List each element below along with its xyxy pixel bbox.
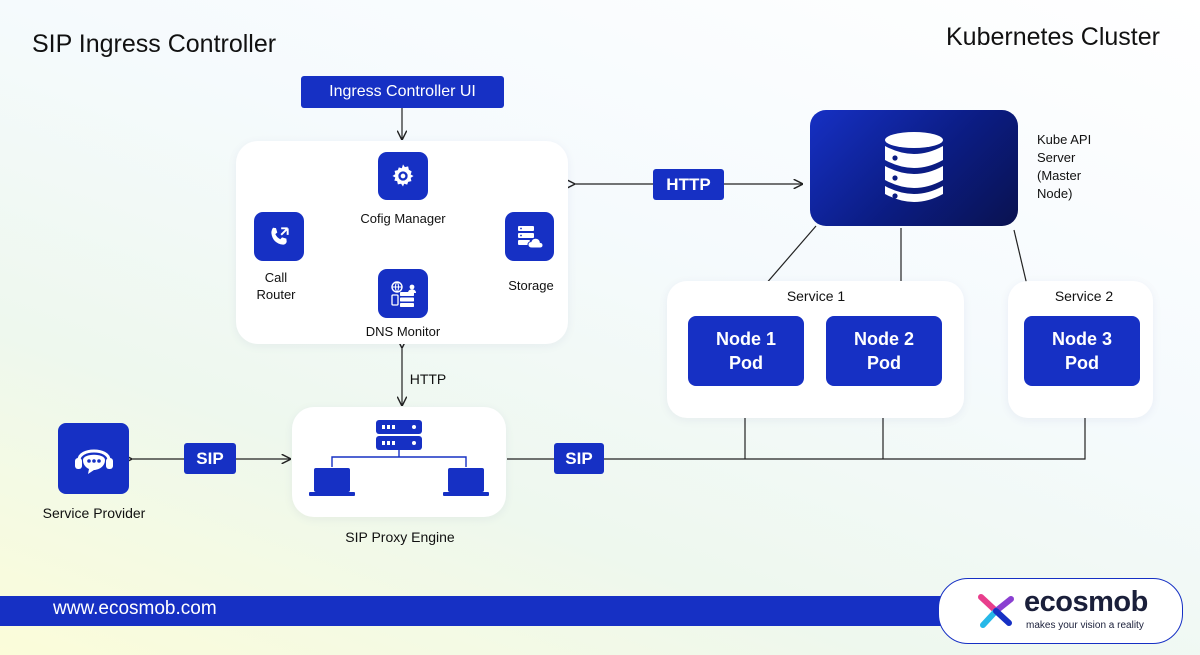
dns-monitor-label: DNS Monitor [365,324,441,339]
page-title-kubernetes: Kubernetes Cluster [945,23,1160,51]
storage-cloud-icon [517,225,544,248]
headset-chat-icon [74,449,113,474]
laptop-icon [443,468,489,496]
service-provider-label: Service Provider [42,505,146,521]
database-icon [885,132,943,202]
storage-label: Storage [508,278,554,293]
proxy-network-graphic [309,420,489,496]
kube-api-server-node[interactable] [810,110,1018,226]
sip-right-badge: SIP [554,443,604,474]
service-1-label: Service 1 [786,288,846,304]
sip-left-badge: SIP [184,443,236,474]
brand-tagline: makes your vision a reality [1026,620,1144,631]
ecosmob-logo-icon [978,594,1014,628]
kube-api-server-label: Kube API Server (Master Node) [1037,132,1092,201]
node-1-pod[interactable]: Node 1 Pod [688,316,804,386]
node-2-pod[interactable]: Node 2 Pod [826,316,942,386]
footer-url-link[interactable]: www.ecosmob.com [53,598,217,619]
footer-bar [0,596,960,626]
node-3-pod[interactable]: Node 3 Pod [1024,316,1140,386]
storage-tile[interactable] [505,212,554,261]
sip-proxy-label: SIP Proxy Engine [345,529,455,545]
dns-monitor-tile[interactable] [378,269,428,318]
gear-icon [392,164,414,187]
http-link-badge: HTTP [653,169,724,200]
call-router-tile[interactable] [254,212,304,261]
page-title-sip-ingress: SIP Ingress Controller [32,30,277,58]
laptop-icon [309,468,355,496]
service-provider-tile[interactable] [58,423,129,494]
call-router-label: Call Router [256,270,296,302]
ingress-controller-ui-button[interactable]: Ingress Controller UI [301,76,504,108]
brand-name: ecosmob [1024,586,1148,618]
config-manager-label: Cofig Manager [360,211,446,226]
brand-logo[interactable]: ecosmob makes your vision a reality [938,578,1183,644]
service-2-label: Service 2 [1054,288,1114,304]
server-icon [376,420,422,450]
config-manager-tile[interactable] [378,152,428,200]
phone-icon [271,226,289,245]
dns-monitor-icon [391,280,416,307]
http-vertical-label: HTTP [409,371,447,387]
